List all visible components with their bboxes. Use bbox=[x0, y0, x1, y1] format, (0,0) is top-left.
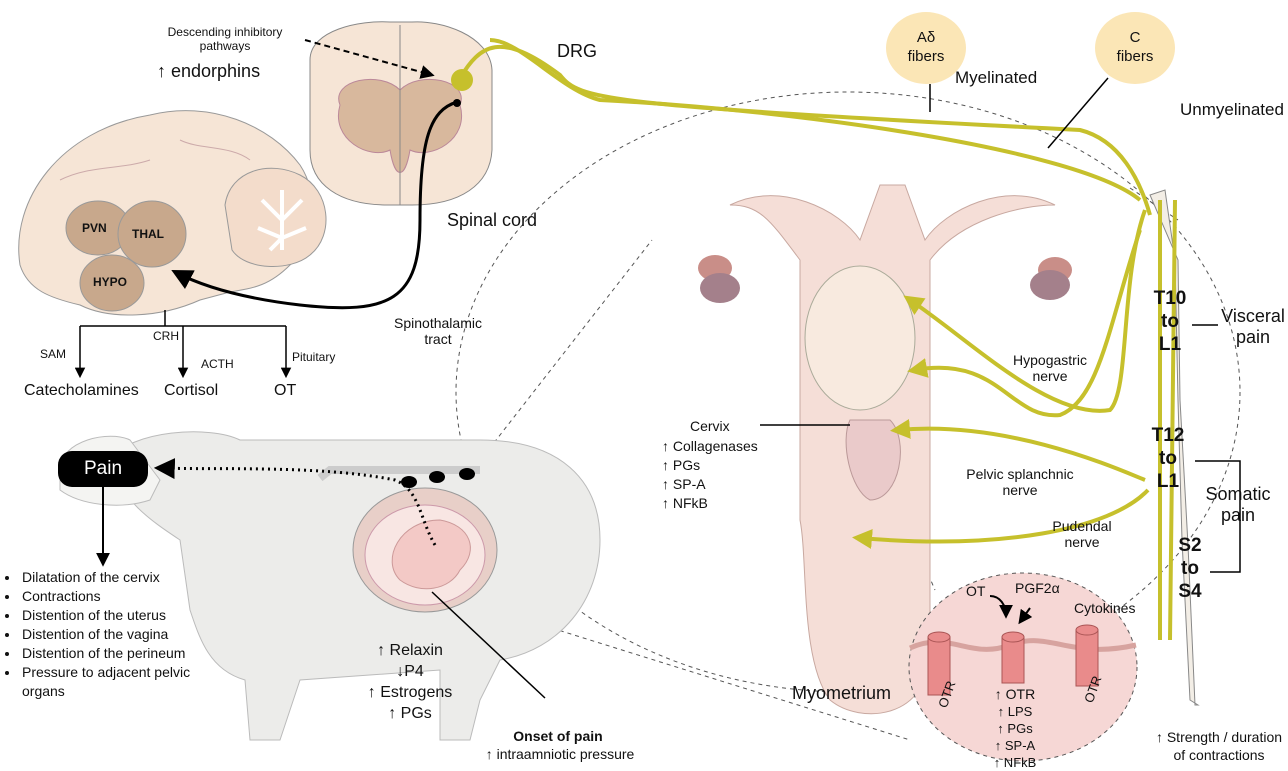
list-item: ↑ LPS bbox=[975, 703, 1055, 720]
onset-of-pain-subtitle: ↑ intraamniotic pressure bbox=[465, 746, 655, 762]
hpa-output-tree bbox=[80, 310, 286, 376]
crh-label: CRH bbox=[153, 330, 179, 344]
list-item: ↑ OTR bbox=[975, 686, 1055, 703]
list-item: ↓P4 bbox=[350, 661, 470, 682]
list-item: organs bbox=[20, 682, 190, 701]
unmyelinated-label: Unmyelinated bbox=[1180, 100, 1284, 120]
drg-label: DRG bbox=[557, 41, 597, 62]
sam-label: SAM bbox=[40, 348, 66, 362]
pain-causes-list: Dilatation of the cervix Contractions Di… bbox=[0, 568, 190, 701]
list-item: ↑ SP-A bbox=[975, 737, 1055, 754]
spinal-cord-label: Spinal cord bbox=[447, 210, 537, 231]
cervix-factors: ↑ Collagenases ↑ PGs ↑ SP-A ↑ NFkB bbox=[662, 437, 758, 513]
myometrium-factors: ↑ OTR ↑ LPS ↑ PGs ↑ SP-A ↑ NFkB bbox=[975, 686, 1055, 771]
list-item: Distention of the perineum bbox=[20, 644, 190, 663]
myelinated-label: Myelinated bbox=[955, 68, 1037, 88]
ot-agent-label: OT bbox=[966, 583, 985, 599]
list-item: ↑ NFkB bbox=[662, 494, 758, 513]
list-item: Dilatation of the cervix bbox=[20, 568, 190, 587]
list-item: ↑ Estrogens bbox=[350, 682, 470, 703]
brain-illustration bbox=[19, 111, 326, 315]
list-item: ↑ Collagenases bbox=[662, 437, 758, 456]
pituitary-label: Pituitary bbox=[292, 351, 335, 365]
list-item: Distention of the vagina bbox=[20, 625, 190, 644]
list-item: Contractions bbox=[20, 587, 190, 606]
cytokines-label: Cytokines bbox=[1074, 600, 1135, 616]
cortisol-label: Cortisol bbox=[164, 382, 218, 400]
cervix-title: Cervix bbox=[690, 418, 730, 434]
hypo-label: HYPO bbox=[93, 276, 127, 290]
pgf-label: PGF2α bbox=[1015, 580, 1060, 596]
list-item: Pressure to adjacent pelvic bbox=[20, 663, 190, 682]
list-item: ↑ Relaxin bbox=[350, 640, 470, 661]
list-item: ↑ PGs bbox=[350, 703, 470, 724]
list-item: ↑ NFkB bbox=[975, 754, 1055, 771]
acth-label: ACTH bbox=[201, 358, 234, 372]
catecholamines-label: Catecholamines bbox=[24, 382, 139, 400]
list-item: ↑ PGs bbox=[975, 720, 1055, 737]
pvn-label: PVN bbox=[82, 222, 107, 236]
list-item: ↑ PGs bbox=[662, 456, 758, 475]
list-item: ↑ SP-A bbox=[662, 475, 758, 494]
pain-badge: Pain bbox=[58, 451, 148, 487]
thal-label: THAL bbox=[132, 228, 164, 242]
myometrium-label: Myometrium bbox=[792, 683, 891, 704]
hormone-changes: ↑ Relaxin ↓P4 ↑ Estrogens ↑ PGs bbox=[350, 640, 470, 724]
endorphins-label: ↑ endorphins bbox=[157, 61, 260, 82]
ot-label: OT bbox=[274, 382, 296, 400]
onset-of-pain-title: Onset of pain bbox=[488, 728, 628, 744]
list-item: Distention of the uterus bbox=[20, 606, 190, 625]
